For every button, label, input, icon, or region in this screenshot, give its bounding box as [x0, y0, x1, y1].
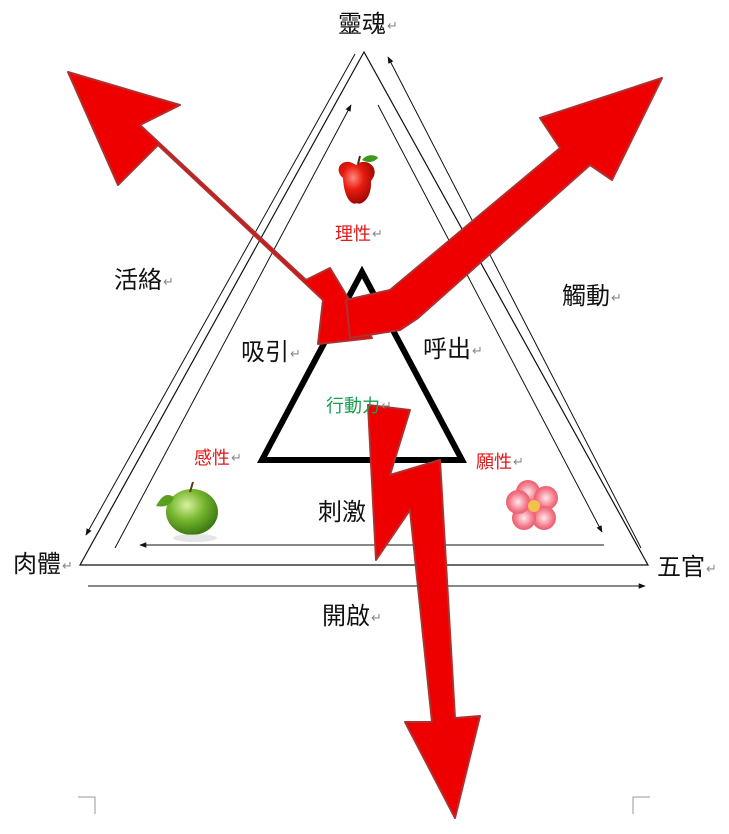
red-apple-icon	[339, 155, 378, 204]
label-senses: 五官↵	[657, 555, 717, 579]
label-emotion: 感性↵	[194, 450, 242, 468]
arrow-body-to-spirit	[115, 105, 351, 548]
label-reason: 理性↵	[335, 226, 383, 244]
label-touch: 觸動↵	[562, 284, 622, 308]
label-vitality: 活絡↵	[114, 268, 174, 292]
pink-flower-icon	[506, 480, 558, 530]
red-arrow-upper-left	[68, 72, 372, 344]
label-attract: 吸引↵	[241, 340, 301, 364]
label-body: 肉體↵	[13, 552, 73, 576]
red-arrow-down	[368, 405, 480, 818]
green-apple-icon	[156, 482, 218, 542]
label-open: 開啟↵	[322, 604, 382, 628]
label-will: 願性↵	[476, 454, 524, 472]
label-exhale: 呼出↵	[423, 337, 483, 361]
label-spirit: 靈魂↵	[338, 12, 398, 36]
label-stimulus: 刺激	[318, 500, 366, 524]
corner-mark-left	[78, 797, 95, 814]
label-action: 行動力↵	[326, 398, 392, 416]
corner-mark-right	[633, 797, 650, 814]
